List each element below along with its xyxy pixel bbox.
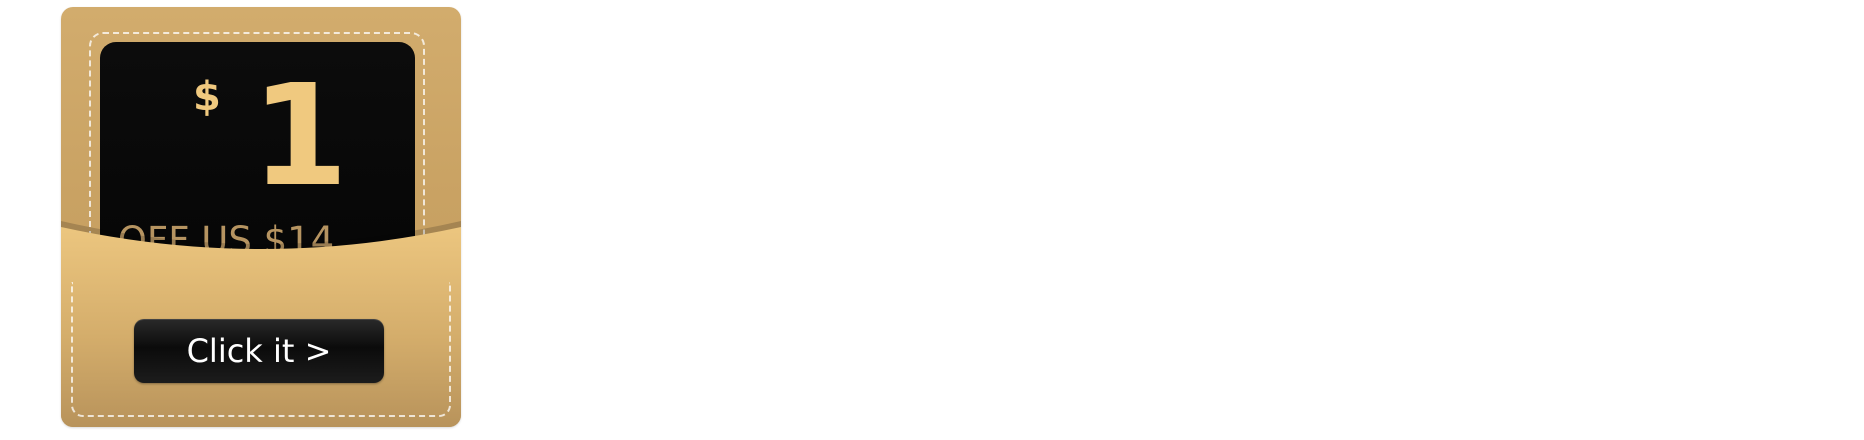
discount-amount: 1	[251, 55, 349, 218]
coupon-dashed-border-bottom	[71, 282, 451, 417]
coupon-card: $ 1 OFF US $14 Click it >	[61, 7, 461, 427]
coupon-dashed-border-top	[89, 32, 425, 292]
click-it-button[interactable]: Click it >	[134, 319, 384, 383]
currency-symbol: $	[193, 74, 221, 120]
